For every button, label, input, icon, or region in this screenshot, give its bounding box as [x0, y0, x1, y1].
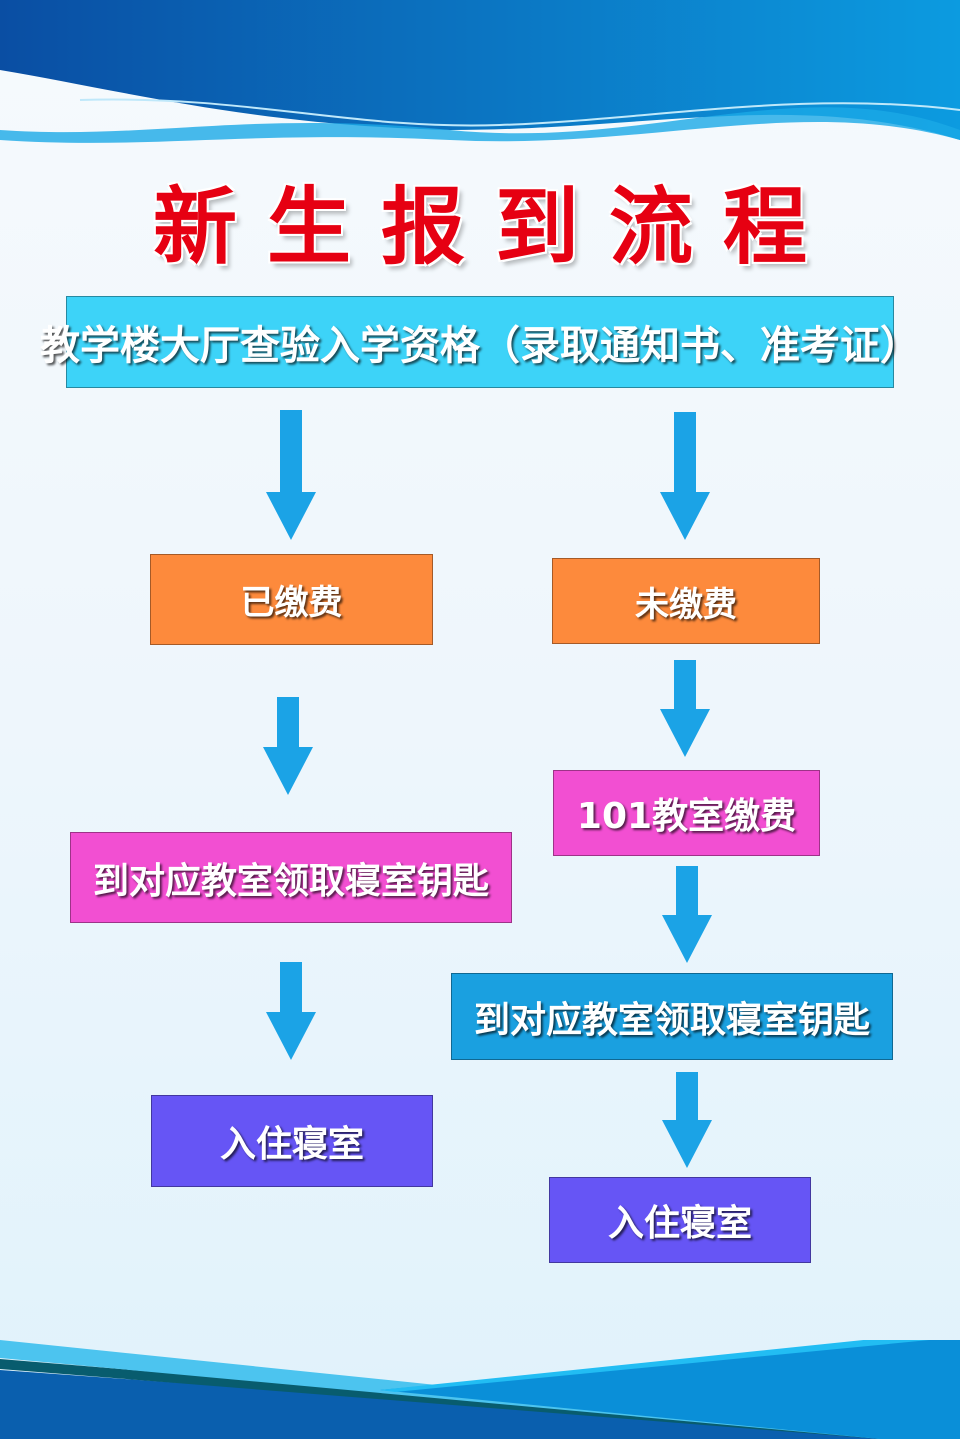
arrow-down-icon	[662, 866, 712, 963]
step-pay-room-101: 101教室缴费	[553, 770, 820, 856]
arrow-down-icon	[662, 1072, 712, 1168]
step-move-in-left: 入住寝室	[151, 1095, 433, 1187]
step-unpaid: 未缴费	[552, 558, 820, 644]
arrow-down-icon	[266, 962, 316, 1060]
step-move-in-right: 入住寝室	[549, 1177, 811, 1263]
footer-wave-decoration	[0, 1340, 960, 1439]
page-title: 新生报到流程	[152, 178, 837, 276]
arrow-down-icon	[263, 697, 313, 795]
step-get-key-left: 到对应教室领取寝室钥匙	[70, 832, 512, 923]
arrow-down-icon	[660, 660, 710, 757]
step-paid: 已缴费	[150, 554, 433, 645]
header-wave-decoration	[0, 0, 960, 143]
step-get-key-right: 到对应教室领取寝室钥匙	[451, 973, 893, 1060]
arrow-down-icon	[660, 412, 710, 540]
arrow-down-icon	[266, 410, 316, 540]
step-check-eligibility: 教学楼大厅查验入学资格（录取通知书、准考证）	[40, 296, 920, 388]
